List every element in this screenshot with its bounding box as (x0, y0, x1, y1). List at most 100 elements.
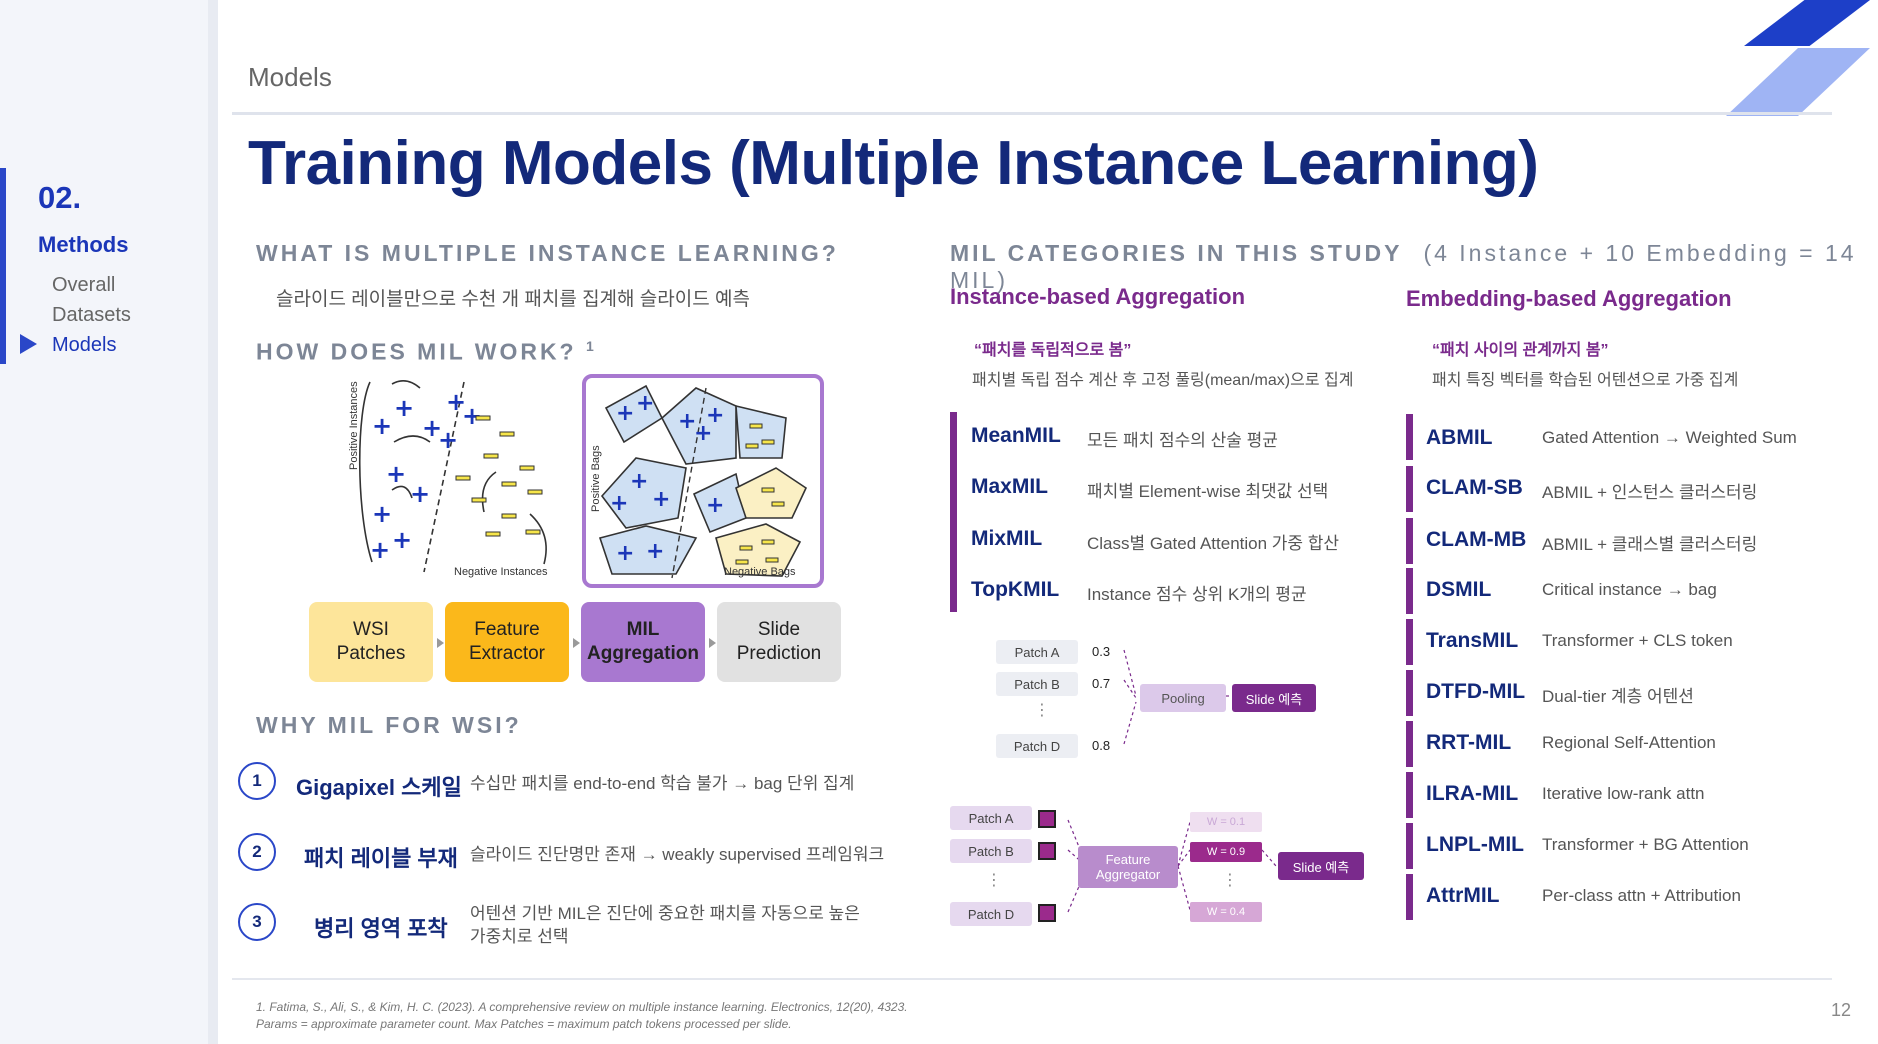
model-transmil: TransMIL (1426, 629, 1519, 652)
embedding-based-quote-desc: 패치 특징 벡터를 학습된 어텐션으로 가중 집계 (1432, 372, 1739, 389)
model-lnpl-mil: LNPL-MIL (1426, 833, 1524, 856)
section-number: 02. (38, 180, 82, 215)
embedding-flow-weight-a: W = 0.1 (1190, 812, 1262, 832)
embedding-accent-bar (1406, 414, 1413, 460)
pipeline-step-label: Feature (474, 619, 540, 640)
embedding-based-title: Embedding-based Aggregation (1406, 286, 1732, 311)
svg-text:+: + (706, 493, 724, 518)
arrow-right-icon (573, 638, 580, 648)
svg-text:+: + (630, 469, 648, 494)
pipeline-step-label: Aggregation (587, 643, 699, 664)
footer-divider (232, 978, 1832, 980)
embedding-accent-bar (1406, 721, 1413, 767)
embedding-flow-weight-d: W = 0.4 (1190, 902, 1262, 922)
sidebar-active-marker (0, 168, 6, 364)
model-transmil-desc: Transformer + CLS token (1542, 631, 1733, 650)
arrow-right-icon (437, 638, 444, 648)
pipeline-step-label: MIL (626, 619, 660, 640)
instance-accent-bar (950, 412, 957, 612)
instance-flow-score-b: 0.7 (1092, 676, 1111, 691)
pipeline-step-label: WSI (353, 619, 389, 640)
svg-text:+: + (616, 401, 634, 426)
model-dsmil-desc: Critical instance → bag (1542, 580, 1717, 599)
what-description: 슬라이드 레이블만으로 수천 개 패치를 집계해 슬라이드 예측 (276, 289, 750, 310)
svg-text:+: + (462, 402, 482, 430)
svg-text:+: + (372, 412, 392, 440)
sidebar-item-overall[interactable]: Overall (52, 274, 116, 296)
sidebar-edge (208, 0, 218, 1044)
embedding-accent-bar (1406, 823, 1413, 869)
svg-text:+: + (646, 539, 664, 564)
instance-based-quote-desc: 패치별 독립 점수 계산 후 고정 풀링(mean/max)으로 집계 (972, 372, 1354, 389)
embedding-flow-weight-b: W = 0.9 (1190, 842, 1262, 862)
vertical-ellipsis-icon: ⋮ (1034, 702, 1050, 719)
svg-text:+: + (410, 480, 430, 508)
feature-vector-icon (1038, 810, 1056, 828)
model-meanmil: MeanMIL (971, 424, 1061, 447)
how-heading-text: HOW DOES MIL WORK? (256, 338, 577, 365)
instance-flow-patch-d: Patch D (996, 734, 1078, 758)
why-title-no-patch-label: 패치 레이블 부재 (304, 846, 458, 871)
pipeline-step-label: Slide (757, 619, 801, 640)
sidebar-section-methods[interactable]: Methods (38, 232, 129, 257)
why-heading: WHY MIL FOR WSI? (256, 712, 522, 738)
model-clam-mb-desc: ABMIL + 클래스별 클러스터링 (1542, 535, 1758, 554)
svg-text:+: + (372, 500, 392, 528)
number-badge-1: 1 (238, 762, 276, 800)
play-arrow-icon (20, 334, 37, 354)
sidebar-item-datasets[interactable]: Datasets (52, 304, 131, 326)
page-title: Training Models (Multiple Instance Learn… (248, 129, 1539, 198)
pipeline-step-label: Patches (336, 643, 406, 664)
svg-text:+: + (422, 414, 442, 442)
instance-flow-patch-b: Patch B (996, 672, 1078, 696)
svg-text:+: + (438, 426, 458, 454)
negative-bags-label: Negative Bags (724, 566, 796, 578)
vertical-ellipsis-icon: ⋮ (986, 872, 1002, 889)
model-mixmil-desc: Class별 Gated Attention 가중 합산 (1087, 534, 1340, 553)
svg-text:+: + (392, 526, 412, 554)
model-ilra-mil: ILRA-MIL (1426, 782, 1519, 805)
corner-decoration-dark (1744, 0, 1870, 46)
pipeline-step-label: Extractor (468, 643, 546, 664)
model-dtfd-mil: DTFD-MIL (1426, 680, 1526, 703)
model-clam-sb: CLAM-SB (1426, 476, 1523, 499)
bags-diagram: +++ +++ +++ ++ (598, 384, 808, 579)
embedding-flow-patch-d: Patch D (950, 902, 1032, 926)
why-desc-no-patch-label: 슬라이드 진단명만 존재 → weakly supervised 프레임워크 (470, 845, 885, 864)
model-dtfd-mil-desc: Dual-tier 계층 어텐션 (1542, 687, 1694, 706)
sidebar-item-models[interactable]: Models (52, 334, 117, 356)
embedding-accent-bar (1406, 772, 1413, 818)
embedding-flow-output: Slide 예측 (1278, 852, 1364, 880)
breadcrumb: Models (248, 62, 332, 92)
categories-sum: (4 Instance + 10 Embedding = 14 MIL) (950, 240, 1857, 293)
model-mixmil: MixMIL (971, 527, 1043, 550)
aggregator-label: Aggregator (1095, 867, 1161, 882)
bags-diagram-frame (582, 374, 824, 588)
instance-flow-pooling: Pooling (1140, 684, 1226, 712)
svg-text:+: + (616, 541, 634, 566)
footer-reference: 1. Fatima, S., Ali, S., & Kim, H. C. (20… (256, 1000, 908, 1014)
svg-text:+: + (706, 403, 724, 428)
number-badge-3: 3 (238, 903, 276, 941)
svg-text:+: + (386, 460, 406, 488)
model-maxmil-desc: 패치별 Element-wise 최댓값 선택 (1087, 482, 1329, 501)
corner-decoration-light (1726, 48, 1870, 116)
why-title-pathology-region: 병리 영역 포착 (314, 916, 448, 941)
model-topkmil-desc: Instance 점수 상위 K개의 평균 (1087, 585, 1307, 604)
embedding-flow-patch-b: Patch B (950, 839, 1032, 863)
page-number: 12 (1831, 1000, 1852, 1020)
model-abmil: ABMIL (1426, 426, 1493, 449)
instance-flow-score-a: 0.3 (1092, 644, 1111, 659)
instance-flow-output: Slide 예측 (1232, 684, 1316, 712)
model-rrt-mil-desc: Regional Self-Attention (1542, 733, 1716, 752)
model-abmil-desc: Gated Attention → Weighted Sum (1542, 428, 1797, 447)
vertical-ellipsis-icon: ⋮ (1222, 872, 1238, 889)
embedding-accent-bar (1406, 568, 1413, 614)
instance-flow-score-d: 0.8 (1092, 738, 1111, 753)
model-rrt-mil: RRT-MIL (1426, 731, 1512, 754)
svg-text:+: + (394, 394, 414, 422)
instances-diagram: +++ +++ +++ ++ (358, 380, 547, 573)
categories-heading: MIL CATEGORIES IN THIS STUDY (4 Instance… (950, 240, 1878, 294)
